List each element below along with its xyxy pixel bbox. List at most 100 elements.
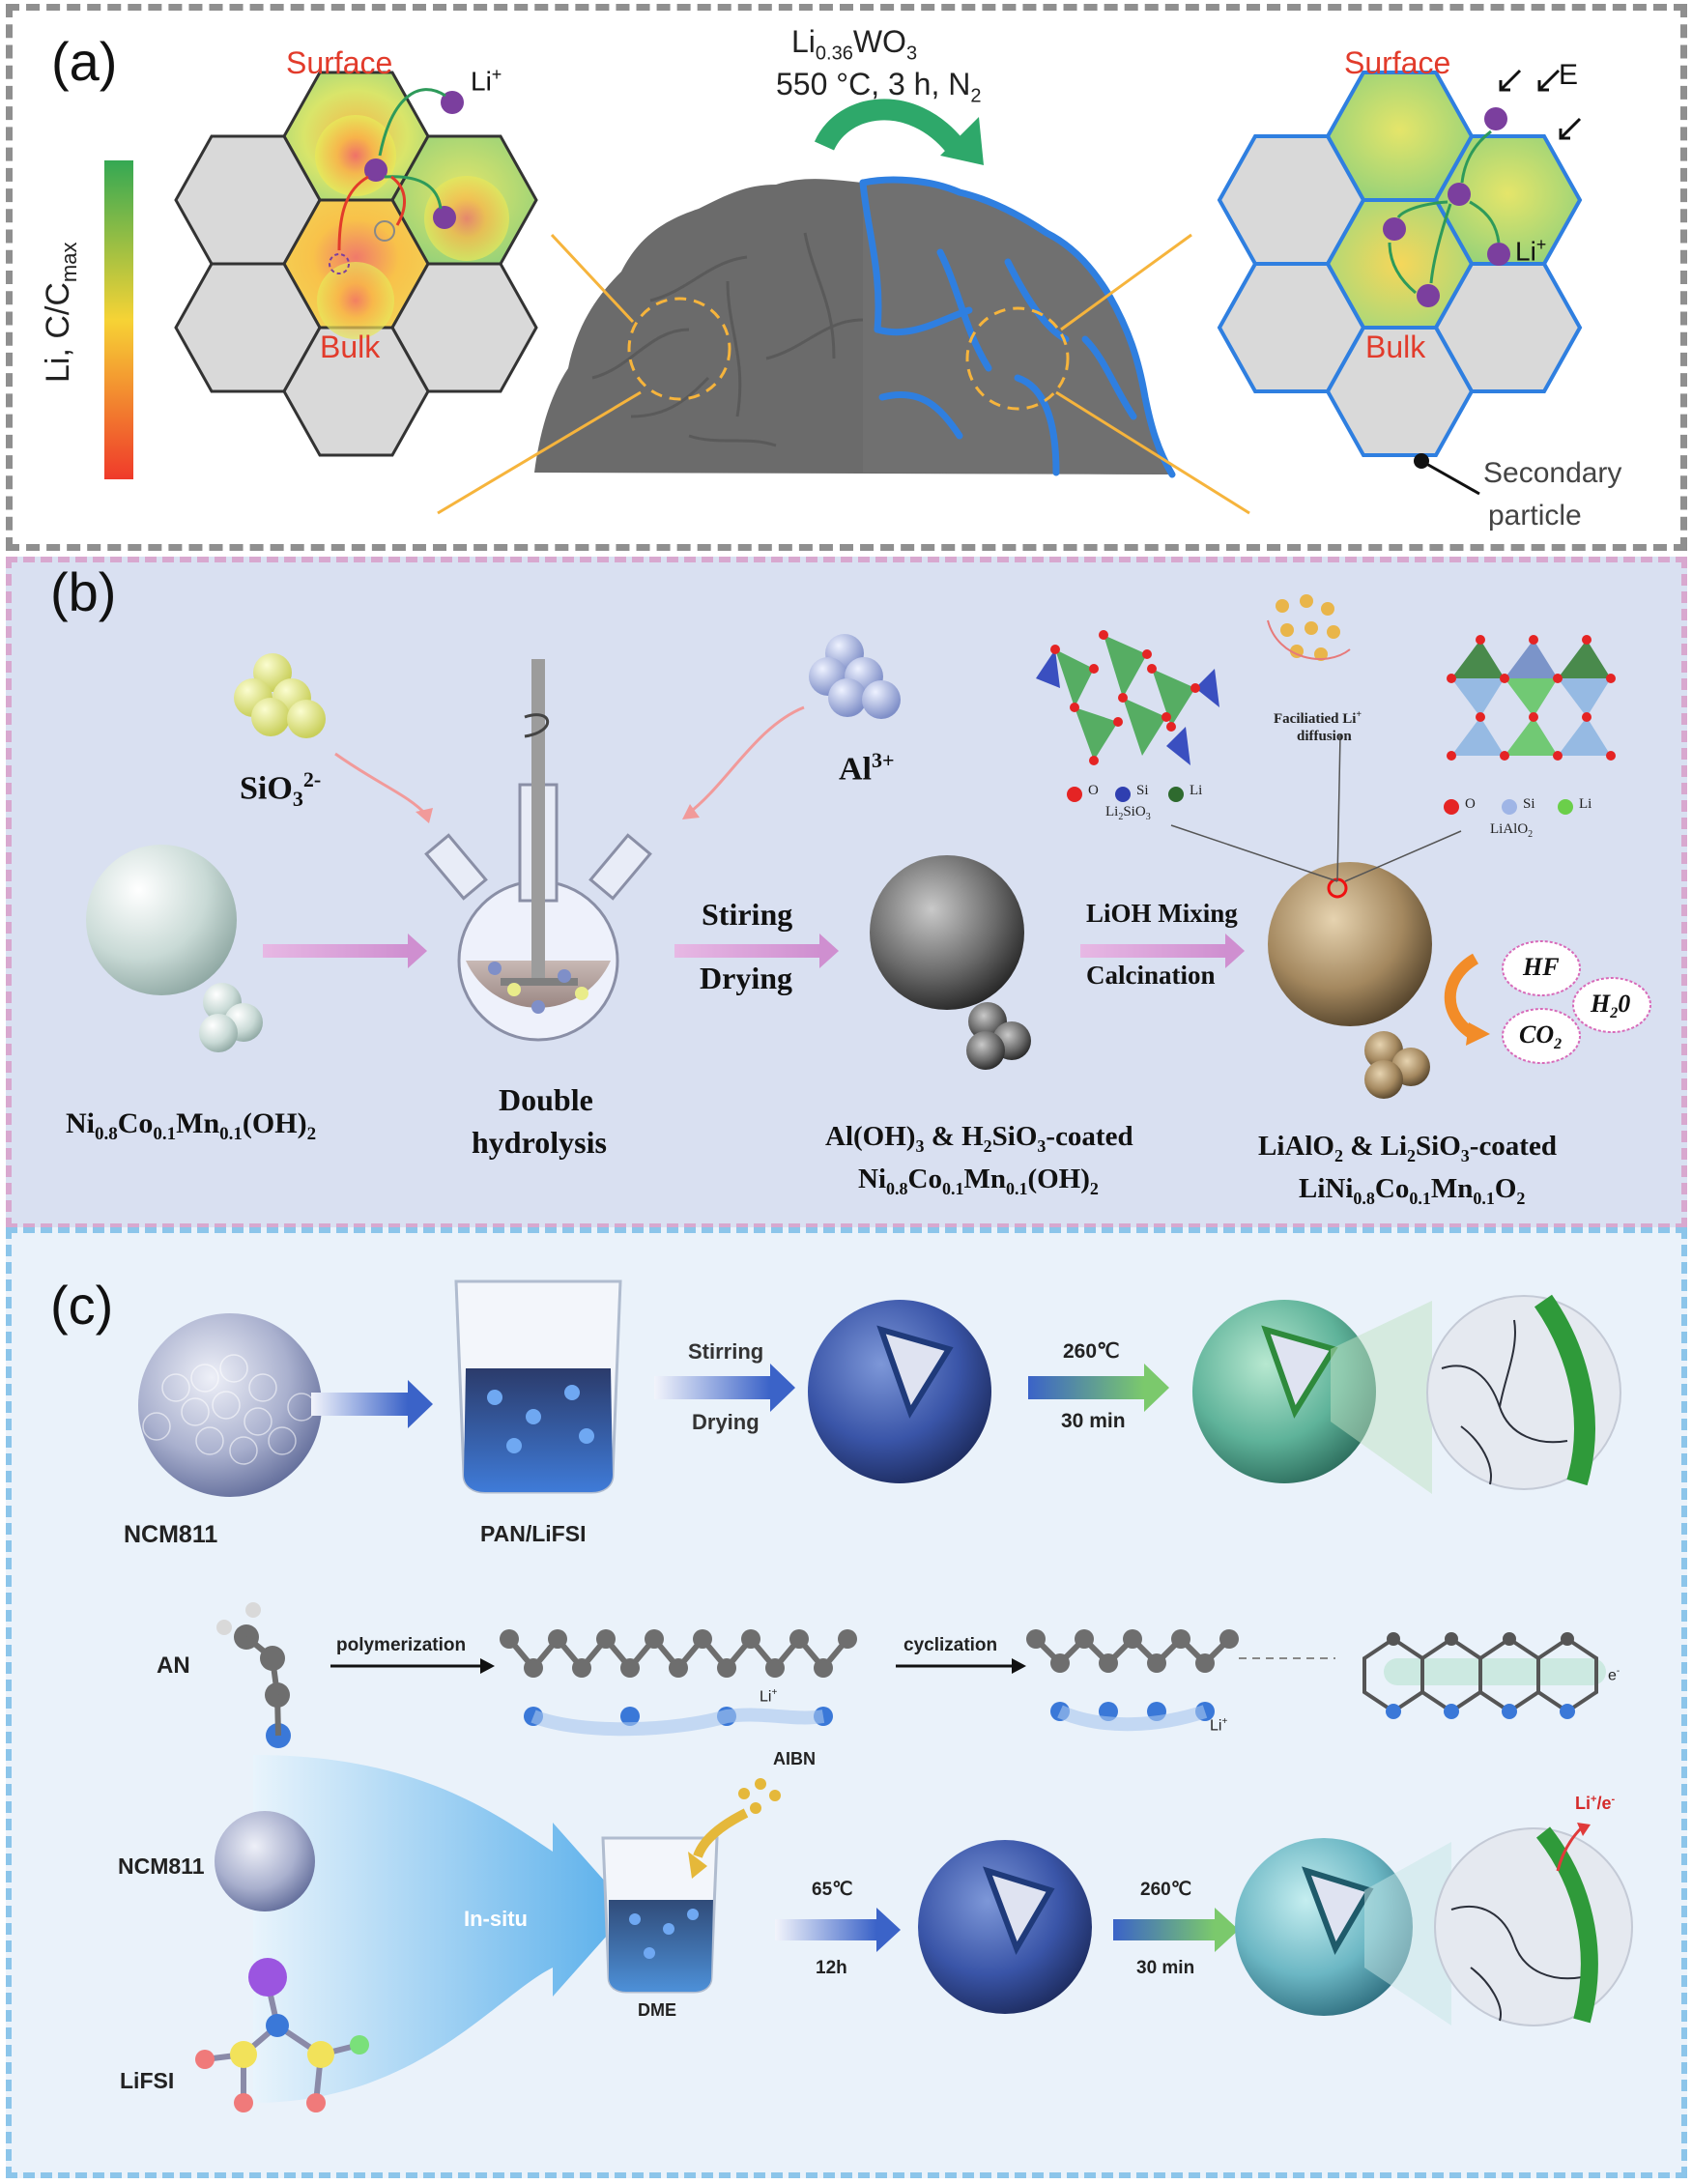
cutaway-wedge [1302,1866,1374,1955]
li-ion-dot [1383,217,1406,241]
process-arrow-c1-head [408,1380,433,1428]
process-arrow-c3-head [1144,1364,1169,1412]
hot-spot [317,262,394,339]
coated-hydroxide-label-1: Al(OH)3 & H2SiO3-coated [825,1121,1133,1156]
zoom-coating-layer [1534,1294,1595,1486]
polymerization-arrow-head [480,1658,495,1674]
bulk-label-left: Bulk [320,330,381,364]
legend-right-name: LiAlO2 [1490,821,1534,840]
step1-bottom-label-c: Drying [692,1410,760,1434]
sio3-label: SiO32- [240,767,322,812]
coated-small-sphere [966,1031,1005,1070]
zoom-circle-2 [1434,1827,1633,2026]
dme-label: DME [638,2000,676,2020]
legend-left-li: Li [1190,783,1203,798]
reaction-formula: Li0.36WO3 [791,24,918,65]
al-label: Al3+ [839,748,895,788]
polymerization-label: polymerization [336,1635,467,1655]
li-ion-label-left: Li+ [471,65,502,97]
legend-right-li: Li [1579,796,1592,812]
surface-label-right: Surface [1344,45,1451,80]
reaction-flask [424,659,652,1042]
step2-top-label-c: 260℃ [1063,1340,1120,1363]
final-product-label-2: LiNi0.8Co0.1Mn0.1O2 [1299,1173,1526,1208]
panel-a: (a) [6,4,1687,551]
final-c-sphere [1235,1838,1413,2016]
process-arrow-c5-head [1215,1908,1239,1952]
field-label: E [1559,59,1579,91]
dme-beaker [601,1836,719,1994]
step2-bottom-label: Calcination [1086,961,1216,990]
li-ion-dot [364,158,387,182]
cutaway-wedge [1261,1325,1338,1419]
byproduct-arrow [1444,953,1479,1042]
panel-letter-a: (a) [51,31,118,92]
diffusion-arrows-right [1388,129,1501,295]
final-coated-sphere [1268,862,1432,1026]
zoom-coating-layer-2 [1535,1826,1598,2024]
secondary-particle-label-1: Secondary [1483,457,1622,489]
ncm811-grain-pattern [142,1354,316,1465]
li-ion-dot [1484,107,1507,130]
step1-top-label: Stiring [702,897,793,932]
process-arrow-c2-head [770,1364,795,1412]
bulk-label-right: Bulk [1365,330,1426,364]
panel-b-graphic [86,594,1651,1099]
li-plus-label-2: Li+ [1210,1716,1228,1735]
ncm811-sphere-small [215,1811,315,1911]
al-flow-arrow [687,705,805,816]
process-arrow-2 [674,944,819,958]
li2sio3-structure [1036,630,1219,802]
an-label: AN [157,1652,190,1679]
byproduct-bursts [1502,940,1651,1064]
callout-line [1170,824,1338,882]
process-arrow-2-head [819,934,839,968]
in-situ-coated-sphere [918,1840,1092,2014]
callout-line [1336,733,1341,882]
final-product-label-1: LiAlO2 & Li2SiO3-coated [1258,1131,1557,1165]
zoom-grain-lines-2 [1450,1905,1583,2022]
diffusion-label-1: Faciliatied Li+ [1274,709,1362,727]
diffusion-arrow [378,88,446,157]
process-arrow-3 [1080,944,1225,958]
diffusion-arrow [384,175,443,210]
pan-lifsi-label: PAN/LiFSI [480,1521,587,1546]
byproduct-h2o: H20 [1591,990,1631,1022]
hot-spot [424,176,509,261]
aibn-label: AIBN [773,1749,816,1768]
li-ion-dot [1487,243,1510,266]
li-e-arrow [1556,1825,1584,1872]
step3-bottom-label: 12h [816,1958,847,1978]
concentration-axis-label: Li, C/Cmax [40,242,81,383]
step1-bottom-label: Drying [700,961,792,995]
legend-left-name: Li2SiO3 [1105,804,1151,822]
cutaway-wedge [983,1866,1055,1955]
process-arrow-1-head [408,934,427,968]
aibn-arrow [693,1808,749,1858]
byproduct-co2: CO2 [1519,1020,1563,1053]
vacancy-circle [374,220,395,242]
diffusion-arrow-red [337,175,369,251]
in-situ-label: In-situ [464,1907,528,1931]
panel-c: (c) [6,1227,1687,2178]
coated-hydroxide-label-2: Ni0.8Co0.1Mn0.1(OH)2 [858,1164,1099,1198]
step4-top-label: 260℃ [1140,1880,1192,1900]
pan-lifsi-beaker [454,1279,622,1494]
sio3-flow-arrow-head [416,808,433,823]
diffusion-arrow-red [390,175,406,226]
sio3-flow-arrow [334,752,429,818]
zoom-grain-lines [1441,1319,1568,1485]
concentration-gradient-bar [104,160,133,479]
hot-spot [315,115,396,196]
panel-letter-c: (c) [50,1275,114,1336]
li-ion-dot [1448,183,1471,206]
precursor-sphere [86,845,237,995]
process-arrow-c3 [1028,1376,1144,1399]
lifsi-molecule [195,1958,369,2112]
step3-top-label: 65℃ [812,1880,853,1900]
step1-top-label-c: Stirring [688,1339,764,1364]
vacancy-circle [329,253,350,274]
field-arrows [1499,69,1582,140]
pan-chain [500,1629,857,1737]
aibn-arrow-head [688,1852,707,1879]
